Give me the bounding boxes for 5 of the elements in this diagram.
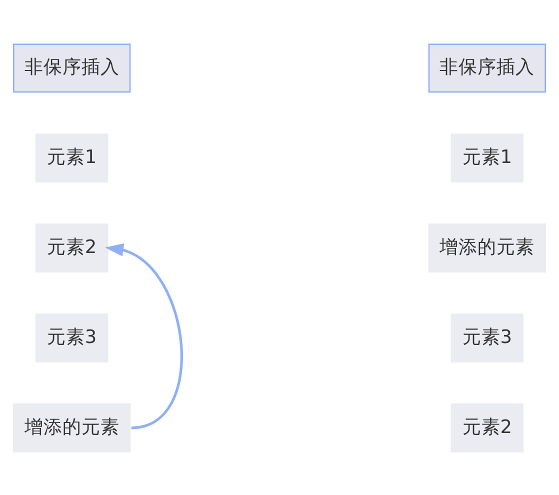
node-box: 元素2 — [35, 223, 108, 272]
node-box: 增添的元素 — [12, 402, 131, 452]
arrow — [104, 242, 183, 429]
node-box: 非保序插入 — [428, 43, 546, 92]
node-box: 非保序插入 — [12, 43, 131, 92]
